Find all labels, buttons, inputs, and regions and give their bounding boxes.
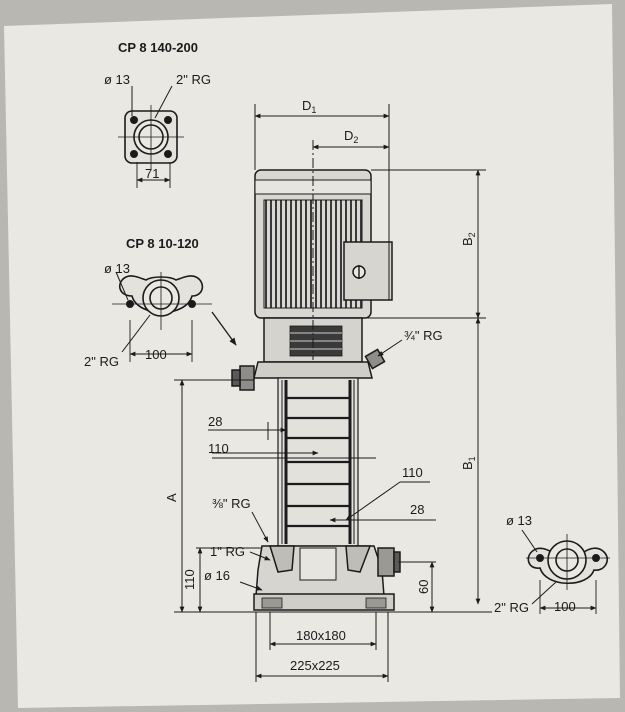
flange-top-thread: 2" RG <box>176 72 211 87</box>
dimension-lines <box>174 104 492 682</box>
label-dia-16: ø 16 <box>204 568 230 583</box>
dim-180x180: 180x180 <box>296 628 346 643</box>
dim-B2: B2 <box>460 232 477 246</box>
dim-110-right: 110 <box>402 465 423 480</box>
pump-body <box>231 169 401 611</box>
flange-mid-width: 100 <box>145 347 167 362</box>
dim-110-base: 110 <box>182 569 197 590</box>
flange-top-title: CP 8 140-200 <box>118 40 198 55</box>
label-1-rg: 1" RG <box>210 544 245 559</box>
flange-right-group <box>521 529 610 614</box>
dim-110-left: 110 <box>208 441 229 456</box>
flange-mid-title: CP 8 10-120 <box>126 236 199 251</box>
flange-mid-group: CP 8 10-120 <box>112 236 237 362</box>
coupling-left <box>239 365 255 391</box>
flange-mid-hole-dia: ø 13 <box>104 261 130 276</box>
flange-right-hole-dia: ø 13 <box>506 513 532 528</box>
base-plate <box>253 593 395 611</box>
dim-D1: D1 <box>302 98 316 115</box>
label-3-4-rg: ¾" RG <box>404 328 443 343</box>
dim-A: A <box>164 493 179 502</box>
dim-B1: B1 <box>460 456 477 470</box>
terminal-box <box>343 241 393 301</box>
dim-28-right: 28 <box>410 502 424 517</box>
label-3-8-rg: ⅜" RG <box>212 496 251 511</box>
flange-top-group: CP 8 140-200 <box>118 40 198 188</box>
flange-mid-thread: 2" RG <box>84 354 119 369</box>
flange-top-hole-dia: ø 13 <box>104 72 130 87</box>
pump-head <box>253 361 373 379</box>
dim-28-left: 28 <box>208 414 222 429</box>
flange-right-width: 100 <box>554 599 576 614</box>
dim-60: 60 <box>416 580 431 594</box>
dim-D2: D2 <box>344 128 358 145</box>
flange-right-thread: 2" RG <box>494 600 529 615</box>
dim-225x225: 225x225 <box>290 658 340 673</box>
flange-top-width: 71 <box>145 166 159 181</box>
